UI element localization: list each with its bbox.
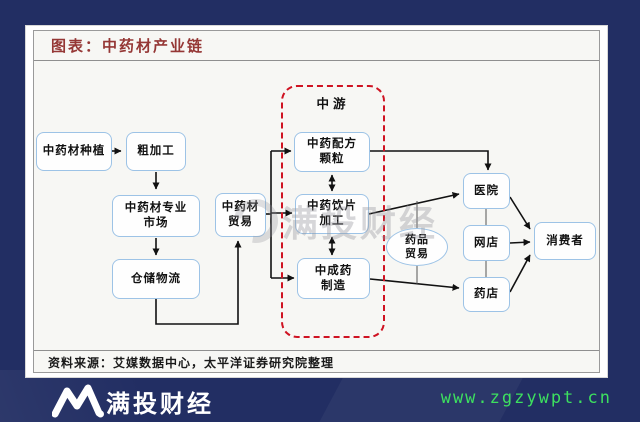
midstream-dashed-container: [281, 85, 385, 338]
source-note: 资料来源：艾媒数据中心，太平洋证券研究院整理: [48, 356, 335, 370]
brand-url: www.zgzywpt.cn: [440, 388, 612, 408]
node-drug-trade: 药品 贸易: [386, 228, 448, 266]
chart-title-row: 图表：中药材产业链: [34, 31, 599, 61]
source-row: 资料来源：艾媒数据中心，太平洋证券研究院整理: [34, 350, 599, 374]
brand-m-logo-icon: [52, 384, 104, 418]
node-specialized-market: 中药材专业 市场: [112, 195, 200, 237]
node-patent-medicine: 中成药 制造: [297, 258, 370, 299]
node-herb-planting: 中药材种植: [36, 132, 112, 171]
node-decoction-pieces: 中药饮片 加工: [295, 194, 369, 234]
flowchart-area: 中游 中药材种植 粗加工 中药材专业 市场 仓储物流 中药材 贸易 中药配方 颗…: [34, 31, 601, 374]
node-rough-processing: 粗加工: [126, 132, 186, 171]
node-pharmacy: 药店: [463, 277, 510, 312]
chart-title: 图表：中药材产业链: [51, 39, 205, 55]
node-herb-trading: 中药材 贸易: [215, 193, 266, 237]
chart-card: 图表：中药材产业链: [25, 25, 608, 378]
node-online-store: 网店: [463, 225, 510, 261]
brand-name: 满投财经: [106, 391, 214, 418]
node-consumer: 消费者: [534, 222, 596, 260]
node-formula-granules: 中药配方 颗粒: [294, 132, 370, 172]
node-hospital: 医院: [463, 173, 510, 209]
chart-frame: 图表：中药材产业链: [33, 30, 600, 373]
midstream-label: 中游: [316, 97, 350, 111]
node-warehouse-logistics: 仓储物流: [112, 259, 200, 299]
brand-bar: 满投财经 www.zgzywpt.cn: [0, 378, 640, 422]
